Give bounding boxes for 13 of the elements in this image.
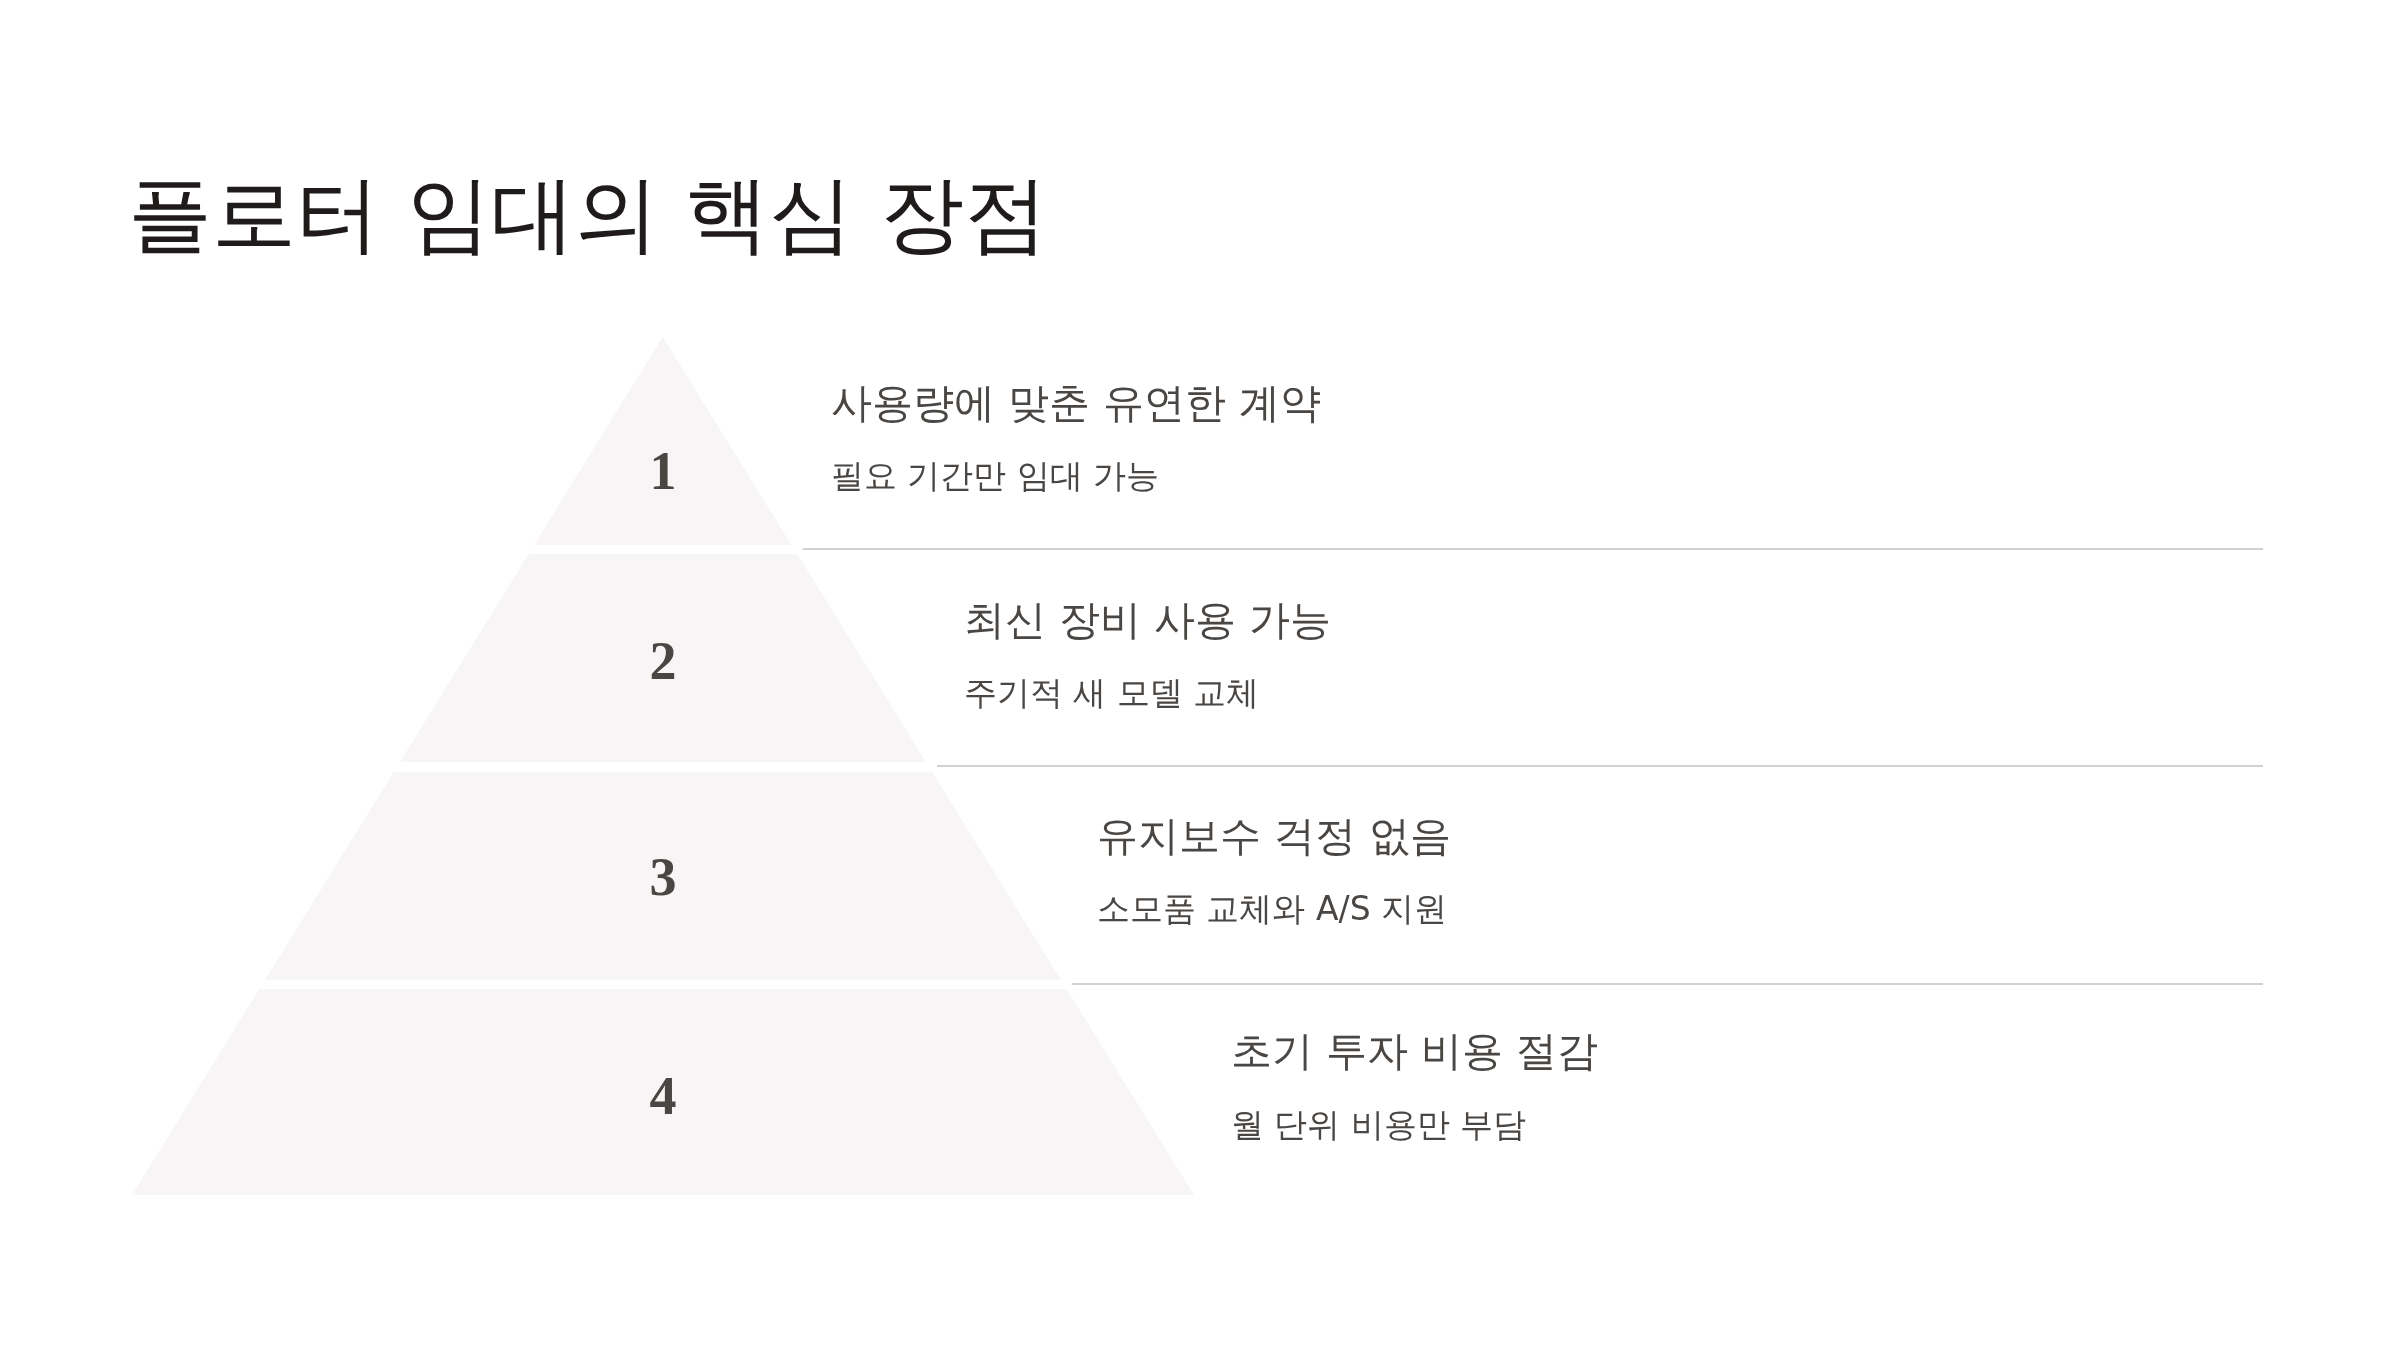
tier-description: 주기적 새 모델 교체 <box>964 672 1260 714</box>
tier-number: 1 <box>649 440 677 503</box>
tier-number: 2 <box>649 630 677 693</box>
tier-heading: 최신 장비 사용 가능 <box>964 595 1332 646</box>
tier-description: 소모품 교체와 A/S 지원 <box>1097 888 1448 930</box>
tier-heading: 초기 투자 비용 절감 <box>1231 1026 1599 1077</box>
tier-heading: 유지보수 걱정 없음 <box>1097 811 1452 862</box>
tier-heading: 사용량에 맞춘 유연한 계약 <box>831 378 1322 429</box>
tier-number: 3 <box>649 846 677 909</box>
tier-description: 월 단위 비용만 부담 <box>1231 1104 1527 1146</box>
tier-number: 4 <box>649 1065 677 1128</box>
tier-description: 필요 기간만 임대 가능 <box>831 455 1160 497</box>
title: 플로터 임대의 핵심 장점 <box>128 164 1049 265</box>
